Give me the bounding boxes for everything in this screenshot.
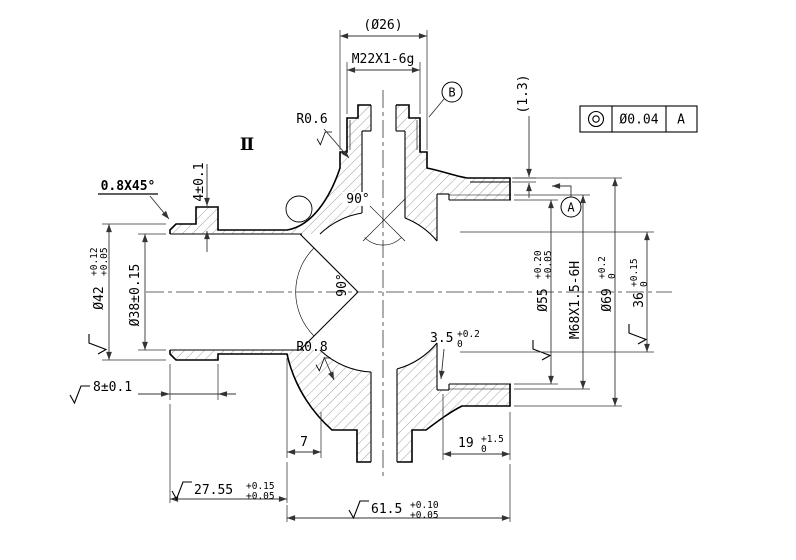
dim-2755-tol-upper: +0.15	[246, 481, 275, 492]
dim-36: 36 +0.15 0	[460, 231, 654, 353]
fcf-tolerance: Ø0.04	[619, 113, 658, 128]
surface-finish-icon	[532, 339, 551, 361]
dim-dia55: Ø55 +0.20 +0.05	[514, 199, 558, 385]
datum-b-label: B	[448, 86, 455, 100]
dim-dia42-label: Ø42	[92, 286, 107, 309]
dim-angle-side: 90°	[335, 273, 350, 296]
dim-m22-thread: M22X1-6g	[346, 52, 421, 114]
dim-4-label: 4±0.1	[192, 162, 207, 201]
dim-615: 61.5 +0.10 +0.05	[286, 464, 511, 522]
dim-dia69-tol-lower: 0	[607, 273, 618, 279]
part-edges	[170, 105, 511, 462]
dim-dia55-tol-upper: +0.20	[533, 250, 544, 279]
surface-finish-icon	[69, 385, 91, 404]
dim-m68-label: M68X1.5-6H	[568, 261, 583, 339]
dim-dia69-tol-upper: +0.2	[597, 256, 608, 279]
dim-35: 3.5 +0.2 0	[430, 329, 480, 380]
dim-36-label: 36	[632, 292, 647, 308]
dim-615-tol-lower: +0.05	[410, 510, 439, 521]
dim-35-tol-lower: 0	[457, 339, 463, 350]
surface-finish-icon	[348, 500, 370, 519]
dim-2755-label: 27.55	[194, 483, 233, 498]
dim-2755-tol-lower: +0.05	[246, 491, 275, 502]
dim-m68-thread: M68X1.5-6H	[514, 194, 590, 390]
dim-gap13: (1.3)	[512, 74, 536, 198]
dim-dia26-label: (Ø26)	[363, 18, 402, 33]
dim-35-tol-upper: +0.2	[457, 329, 480, 340]
feature-control-frame: Ø0.04 A	[579, 105, 698, 133]
dim-angle-top: 90°	[342, 192, 374, 207]
dim-7: 7	[286, 358, 322, 458]
dim-dia42: Ø42 +0.12 +0.05	[88, 223, 166, 361]
datum-b-symbol: B	[428, 81, 463, 118]
dim-dia38-label: Ø38±0.15	[128, 264, 143, 327]
dim-m22-label: M22X1-6g	[352, 52, 415, 67]
surface-finish-icon	[316, 131, 333, 146]
dim-r06-label: R0.6	[296, 112, 327, 127]
dim-615-label: 61.5	[371, 502, 402, 517]
detail-view-circle	[285, 195, 313, 223]
dim-36-tol-lower: 0	[639, 281, 650, 287]
datum-a-symbol: A	[552, 183, 582, 218]
dim-dia38: Ø38±0.15	[128, 233, 166, 351]
dim-7-label: 7	[300, 435, 308, 450]
dim-19-tol-lower: 0	[481, 444, 487, 455]
datum-a-label: A	[567, 201, 575, 215]
surface-finish-icon	[171, 481, 193, 500]
dim-dia55-tol-lower: +0.05	[543, 250, 554, 279]
surface-finish-icon	[628, 323, 647, 345]
dim-r06: R0.6	[296, 112, 350, 159]
dim-dia42-tol-lower: +0.05	[99, 247, 110, 276]
dim-dia26: (Ø26)	[339, 18, 428, 150]
dim-2755: 27.55 +0.15 +0.05	[169, 404, 288, 503]
angle-construction	[295, 198, 406, 337]
dim-chamfer-label: 0.8X45°	[101, 179, 156, 194]
cavity-arcs	[319, 212, 438, 373]
dim-19: 19 +1.5 0	[442, 394, 511, 460]
dim-angle-side-label: 90°	[335, 273, 350, 296]
thread-lines	[349, 120, 511, 390]
detail-view-label: Ⅱ	[240, 135, 254, 155]
dim-8: 8±0.1	[69, 364, 236, 404]
dim-35-label: 3.5	[430, 331, 453, 346]
dim-dia69: Ø69 +0.2 0	[514, 177, 622, 407]
detail-view-marker: Ⅱ	[240, 135, 313, 223]
dim-dia55-label: Ø55	[536, 288, 551, 311]
dim-19-tol-upper: +1.5	[481, 434, 504, 445]
dim-dia69-label: Ø69	[600, 288, 615, 311]
dim-8-label: 8±0.1	[93, 380, 132, 395]
dim-r08: R0.8	[296, 340, 335, 381]
dim-angle-top-label: 90°	[346, 192, 369, 207]
concentricity-icon	[587, 110, 605, 128]
dim-r08-label: R0.8	[296, 340, 327, 355]
dim-615-tol-upper: +0.10	[410, 500, 439, 511]
fcf-datum: A	[677, 113, 685, 128]
dim-chamfer: 0.8X45°	[98, 179, 170, 220]
dim-dia42-tol-upper: +0.12	[89, 247, 100, 276]
dim-4: 4±0.1	[192, 162, 210, 252]
dim-19-label: 19	[458, 436, 474, 451]
dim-gap13-label: (1.3)	[516, 74, 531, 113]
dim-36-tol-upper: +0.15	[629, 258, 640, 287]
surface-finish-icon	[88, 333, 107, 355]
